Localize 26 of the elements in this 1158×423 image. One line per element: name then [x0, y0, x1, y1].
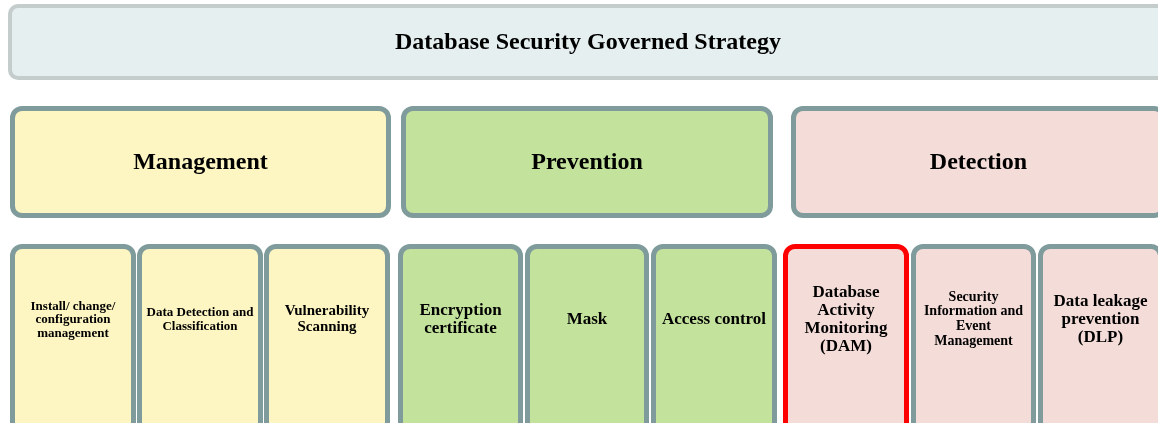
- item-box: [1038, 244, 1158, 423]
- item-label: Vulnerability Scanning: [283, 303, 371, 335]
- category-box: [401, 106, 773, 218]
- item-box: [137, 244, 263, 423]
- item-box: [398, 244, 523, 423]
- highlighted-item-box: [783, 244, 909, 423]
- category-box: [791, 106, 1158, 218]
- category-label: Management: [133, 149, 268, 175]
- title-banner: [8, 4, 1158, 80]
- item-label: Encryption certificate: [418, 301, 503, 337]
- category-box: [10, 106, 391, 218]
- title-text: Database Security Governed Strategy: [395, 29, 781, 55]
- item-label: Data leakage prevention (DLP): [1052, 292, 1149, 346]
- item-box: [10, 244, 136, 423]
- item-box: [525, 244, 649, 423]
- item-box: [911, 244, 1036, 423]
- item-label: Security Information and Event Management: [922, 289, 1025, 349]
- category-label: Detection: [929, 149, 1028, 175]
- item-box: [264, 244, 390, 423]
- category-label: Prevention: [531, 149, 643, 175]
- item-label: Install/ change/ configuration management: [29, 298, 117, 340]
- item-label: Mask: [566, 310, 608, 328]
- item-label: Data Detection and Classification: [146, 305, 254, 333]
- item-label: Access control: [662, 310, 766, 328]
- item-box: [651, 244, 777, 423]
- item-label: Database Activity Monitoring (DAM): [803, 283, 889, 355]
